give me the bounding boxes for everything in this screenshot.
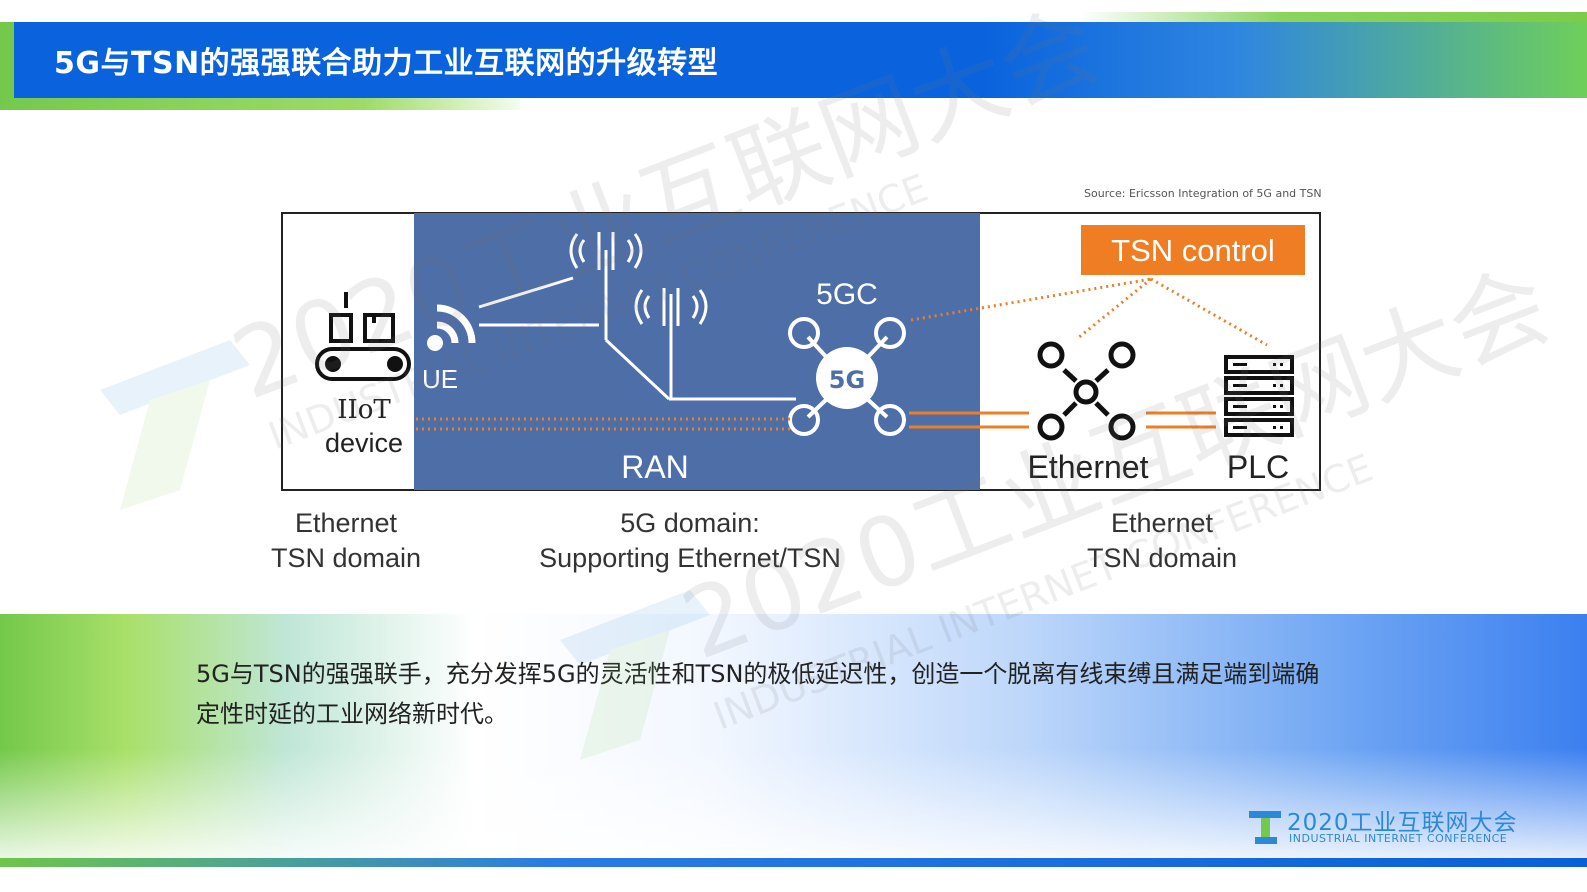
domain-label-left: Ethernet TSN domain xyxy=(246,506,446,576)
5g-core-text: 5G xyxy=(829,366,865,394)
robot-icon xyxy=(315,292,411,381)
domain-middle-line1: 5G domain: xyxy=(620,508,760,538)
ue-dot xyxy=(427,335,443,351)
bottom-accent-line xyxy=(0,858,1587,867)
5g-core-hub xyxy=(816,347,878,409)
page-title: 5G与TSN的强强联合助力工业互联网的升级转型 xyxy=(54,46,719,81)
conference-logo-icon xyxy=(1249,811,1281,844)
5g-domain-region xyxy=(414,213,980,490)
source-note: Source: Ericsson Integration of 5G and T… xyxy=(1084,187,1322,200)
domain-right-line2: TSN domain xyxy=(1086,543,1238,573)
tsn-control-label: TSN control xyxy=(1111,233,1275,268)
title-bar-left-accent xyxy=(0,22,14,110)
tsn-flow-dotted xyxy=(416,277,1268,431)
wifi-icon xyxy=(436,304,476,344)
logo-title: 2020工业互联网大会 xyxy=(1287,810,1518,836)
ethernet-label: Ethernet xyxy=(1028,449,1149,485)
plc-label: PLC xyxy=(1227,449,1289,485)
domain-left-line1: Ethernet xyxy=(294,508,398,538)
summary-line-2: 定性时延的工业网络新时代。 xyxy=(196,700,508,728)
tsn-flow-solid xyxy=(909,411,1216,429)
ue-label: UE xyxy=(422,364,458,394)
5gc-label: 5GC xyxy=(816,278,878,311)
conference-logo: 2020工业互联网大会 INDUSTRIAL INTERNET CONFEREN… xyxy=(1247,807,1527,849)
antenna-icon xyxy=(569,232,643,270)
antenna-icon xyxy=(634,288,708,326)
domain-right-line1: Ethernet xyxy=(1110,508,1214,538)
domain-middle-line2: Supporting Ethernet/TSN xyxy=(539,543,841,573)
logo-subtitle: INDUSTRIAL INTERNET CONFERENCE xyxy=(1289,832,1508,845)
tsn-control-box xyxy=(1081,225,1305,275)
domain-label-middle: 5G domain: Supporting Ethernet/TSN xyxy=(520,506,860,576)
plc-rack-leds xyxy=(1233,363,1283,429)
domain-left-line2: TSN domain xyxy=(270,543,422,573)
iiot-label: IIoT xyxy=(337,395,391,425)
title-bar-top-accent xyxy=(1080,12,1587,22)
summary-line-1: 5G与TSN的强强联手，充分发挥5G的灵活性和TSN的极低延迟性，创造一个脱离有… xyxy=(196,660,1320,688)
title-bar xyxy=(0,22,1587,98)
device-label: device xyxy=(325,428,403,458)
ran-label: RAN xyxy=(621,449,689,485)
bottom-band-fade xyxy=(0,614,1587,858)
network-diagram: IIoT device UE 5GC 5G xyxy=(281,212,1321,491)
domain-label-right: Ethernet TSN domain xyxy=(1062,506,1262,576)
summary-text: 5G与TSN的强强联手，充分发挥5G的灵活性和TSN的极低延迟性，创造一个脱离有… xyxy=(196,654,1426,734)
plc-rack-icon xyxy=(1224,355,1294,437)
radio-links xyxy=(478,250,796,401)
title-bar-underline xyxy=(0,98,520,110)
ethernet-switch-icon xyxy=(1037,341,1136,441)
